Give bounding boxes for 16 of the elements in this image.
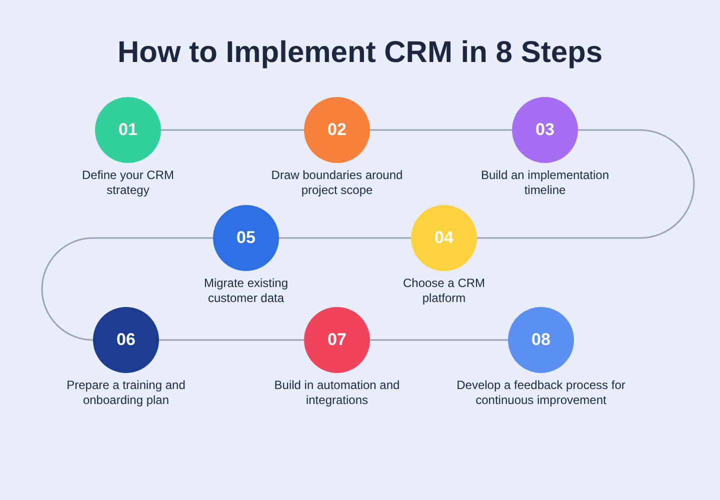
connector-line (161, 129, 304, 131)
connector-line (370, 129, 512, 131)
connector-line (477, 129, 695, 239)
step-label: Choose a CRM platform (402, 276, 486, 306)
connector-line (159, 339, 304, 341)
connector-line (279, 237, 411, 239)
connector-line (41, 237, 213, 341)
step-label: Draw boundaries around project scope (270, 168, 404, 198)
title: How to Implement CRM in 8 Steps (117, 35, 603, 71)
step-label: Build an implementation timeline (480, 168, 610, 198)
step-label: Build in automation and integrations (273, 378, 401, 408)
step-label: Prepare a training and onboarding plan (66, 378, 186, 408)
step-label: Develop a feedback process for continuous improvement (456, 378, 626, 408)
step-label: Migrate existing customer data (202, 276, 290, 306)
step-label: Define your CRM strategy (80, 168, 176, 198)
connector-line (370, 339, 508, 341)
